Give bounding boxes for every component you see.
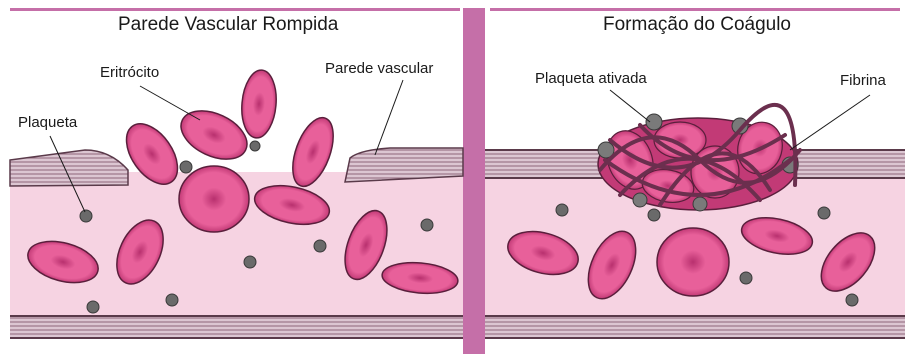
platelet-label: Plaqueta — [18, 114, 77, 131]
panel-divider — [463, 8, 485, 354]
platelet — [740, 272, 752, 284]
platelet — [314, 240, 326, 252]
right-bottom-wall — [485, 316, 905, 338]
activated-platelet — [693, 197, 707, 211]
platelet — [244, 256, 256, 268]
fibrin-label: Fibrina — [840, 72, 886, 89]
platelet — [180, 161, 192, 173]
left-top-border — [10, 8, 460, 11]
platelet — [818, 207, 830, 219]
platelet — [80, 210, 92, 222]
platelet — [648, 209, 660, 221]
left-panel-title: Parede Vascular Rompida — [118, 14, 338, 36]
activated-platelet-leader-line — [610, 90, 650, 122]
erythrocyte-label: Eritrócito — [100, 64, 159, 81]
vascular-wall-label: Parede vascular — [325, 60, 433, 77]
vascular-wall-leader-line — [375, 80, 403, 155]
left-bottom-wall — [10, 316, 463, 338]
right-panel-title: Formação do Coágulo — [603, 14, 791, 36]
platelet — [421, 219, 433, 231]
fibrin-leader-line — [790, 95, 870, 150]
platelet — [556, 204, 568, 216]
clot — [598, 105, 800, 211]
erythrocyte-leader-line — [140, 86, 200, 120]
left-top-wall-left — [10, 150, 128, 186]
activated-platelet-label: Plaqueta ativada — [535, 70, 647, 87]
right-top-border — [490, 8, 900, 11]
right-panel — [485, 90, 905, 338]
erythrocyte — [179, 166, 249, 232]
activated-platelet — [646, 114, 662, 130]
activated-platelet — [633, 193, 647, 207]
left-panel — [10, 69, 463, 338]
platelet — [250, 141, 260, 151]
left-top-wall-right — [345, 148, 463, 182]
erythrocyte — [239, 69, 279, 140]
platelet — [87, 301, 99, 313]
platelet — [166, 294, 178, 306]
erythrocyte — [657, 228, 729, 296]
platelet — [846, 294, 858, 306]
